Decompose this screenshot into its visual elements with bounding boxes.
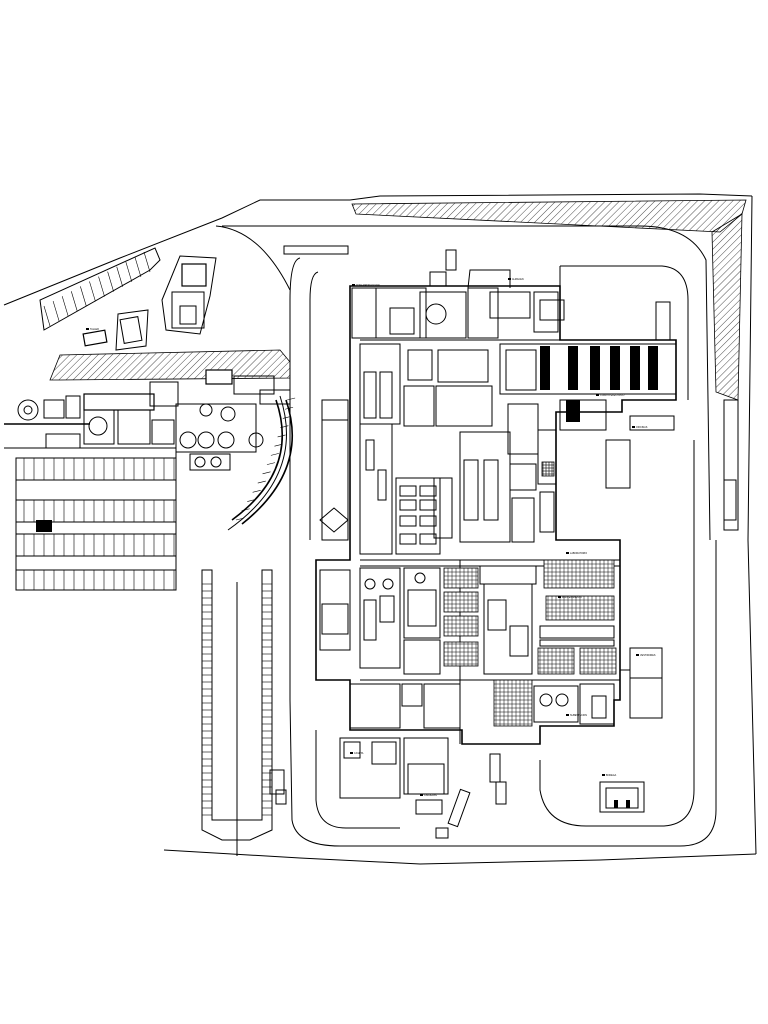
- label-room-b: ALMACEN: [512, 278, 524, 281]
- parking-stall: [125, 261, 133, 282]
- parking-stall: [70, 291, 78, 312]
- label-room-g: SUBESTACION: [570, 714, 587, 717]
- north-east-bay: [499, 343, 739, 531]
- parking-stall: [257, 480, 266, 484]
- parking-stall: [262, 471, 271, 475]
- parking-diagonal-north: [39, 247, 161, 331]
- north-wing: [351, 249, 671, 341]
- parking-stall: [241, 508, 250, 512]
- parking-stall: [43, 305, 51, 327]
- perimeter-road: [215, 225, 717, 847]
- parking-stall: [280, 425, 289, 428]
- parking-stall: [252, 490, 261, 493]
- gatehouse-area: [82, 255, 217, 351]
- parking-stall: [98, 276, 105, 297]
- south-west-labs: [319, 567, 441, 675]
- parking-stall: [116, 266, 124, 287]
- parking-stall: [107, 271, 114, 292]
- label-room-d: OFICINAS: [636, 426, 648, 429]
- parking-strip-south: [201, 569, 273, 856]
- parking-lot-west: [15, 457, 177, 591]
- site-boundary: [3, 193, 757, 865]
- parking-stall: [284, 406, 294, 410]
- label-room-k: CASETA: [354, 752, 364, 755]
- label-room-c: CUARTO ELECTRICO: [600, 394, 624, 397]
- label-room-l: TALLER: [90, 328, 99, 331]
- label-room-i: BODEGA: [606, 774, 617, 777]
- label-room-e: LABORATORIO: [570, 552, 587, 555]
- parking-stall: [235, 517, 245, 521]
- parking-stall: [247, 499, 256, 502]
- parking-stall: [287, 397, 296, 401]
- parking-stall: [61, 296, 69, 317]
- parking-stall: [277, 434, 286, 438]
- label-room-h: VESTIDORES: [640, 654, 656, 657]
- parking-stall: [274, 443, 283, 447]
- north-hatch-strip: [351, 199, 747, 401]
- label-room-f: MANTENIMIENTO: [562, 596, 582, 599]
- parking-stall: [134, 256, 142, 277]
- parking-stall: [89, 281, 96, 302]
- storage-grids: [443, 559, 617, 675]
- utility-plant: [4, 369, 291, 471]
- parking-stall: [270, 453, 279, 456]
- parking-stall: [266, 462, 276, 465]
- main-building: [315, 285, 677, 745]
- label-room-j: CALDERAS: [424, 794, 437, 797]
- label-room-a: ZONA PRODUCCION: [356, 284, 380, 287]
- parking-stall: [52, 301, 60, 322]
- process-area: [319, 343, 557, 555]
- parking-stall: [143, 251, 151, 273]
- parking-stall: [282, 416, 291, 419]
- misc-north: [269, 245, 349, 805]
- parking-stall: [80, 286, 87, 307]
- south-wing: [339, 647, 663, 839]
- room-labels: ZONA PRODUCCION ALMACEN CUARTO ELECTRICO…: [86, 278, 656, 797]
- curved-ramp: [227, 395, 296, 531]
